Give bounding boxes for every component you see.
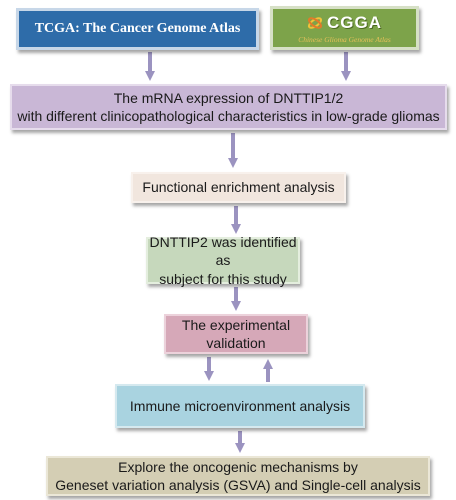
experimental-validation-box: The experimental validation (164, 314, 308, 354)
cgga-subtitle: Chinese Glioma Genome Atlas (298, 34, 391, 44)
experimental-line-1: The experimental (181, 316, 291, 333)
functional-label: Functional enrichment analysis (142, 179, 335, 196)
immune-microenvironment-box: Immune microenvironment analysis (115, 384, 365, 428)
explore-mechanisms-box: Explore the oncogenic mechanisms by Gene… (46, 456, 430, 496)
mrna-line-1: The mRNA expression of DNTTIP1/2 (113, 89, 344, 106)
dnttip2-line-2: subject for this study (159, 270, 287, 287)
functional-enrichment-box: Functional enrichment analysis (131, 172, 346, 203)
experimental-line-2: validation (206, 335, 266, 351)
mrna-expression-box: The mRNA expression of DNTTIP1/2 with di… (10, 84, 447, 130)
tcga-label: TCGA: The Cancer Genome Atlas (34, 20, 241, 36)
helix-icon (307, 16, 323, 29)
dnttip2-box: DNTTIP2 was identified as subject for th… (146, 234, 300, 287)
mrna-line-2: with different clinicopathological chara… (17, 108, 440, 124)
tcga-logo-box: TCGA: The Cancer Genome Atlas (16, 8, 259, 50)
cgga-logo-box: CGGA Chinese Glioma Genome Atlas (270, 6, 419, 50)
cgga-title: CGGA (327, 12, 382, 32)
cgga-logo: CGGA (307, 12, 382, 34)
immune-label: Immune microenvironment analysis (129, 397, 351, 414)
explore-line-1: Explore the oncogenic mechanisms by (118, 458, 358, 475)
explore-line-2: Geneset variation analysis (GSVA) and Si… (55, 477, 421, 493)
dnttip2-line-1: DNTTIP2 was identified as (149, 234, 297, 269)
